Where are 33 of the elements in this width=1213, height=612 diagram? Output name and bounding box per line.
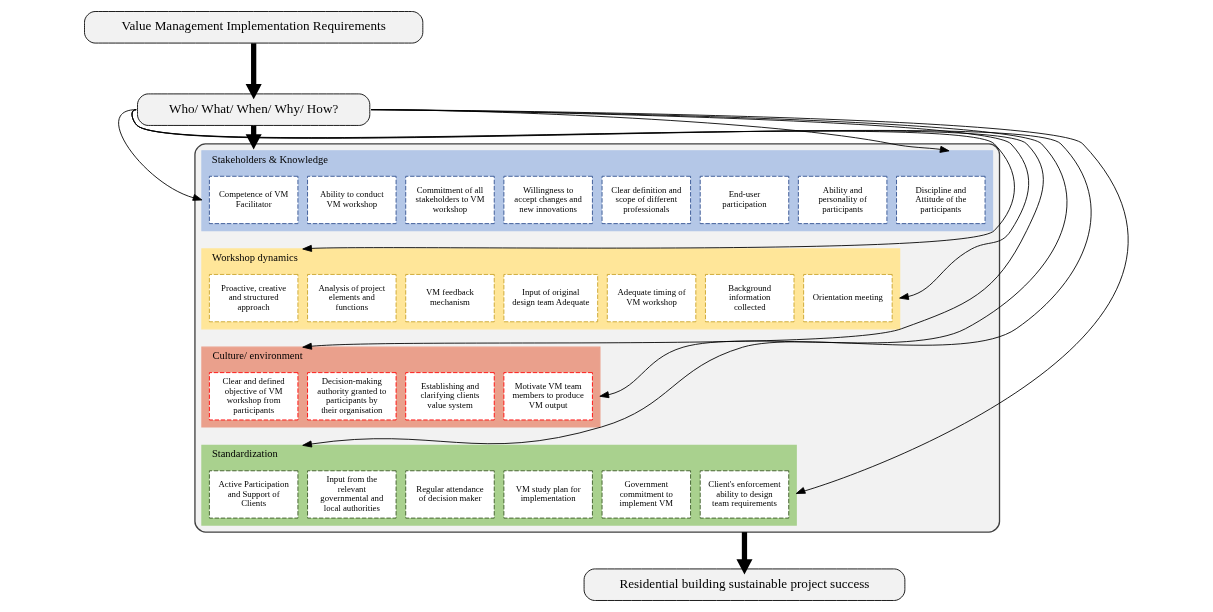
node-box: Ability to conduct VM workshop [307, 175, 397, 225]
node-box: Willingness to accept changes and new innovations [503, 175, 593, 225]
node-box: Analysis of project elements and functions [307, 274, 397, 323]
node-box: Residential building sustainable project success [583, 568, 906, 601]
node-box: Clear and defined objective of VM workshop from participants [208, 372, 299, 421]
node-box: Motivate VM team members to produce VM output [503, 372, 593, 421]
node-box: Decision-making authority granted to participants by their organisation [307, 372, 397, 421]
node-box: Competence of VM Facilitator [208, 175, 299, 225]
node-box: Regular attendance of decision maker [405, 470, 495, 519]
arrow [370, 109, 1129, 494]
arrow [736, 532, 753, 575]
node-box: VM feedback mechanism [405, 274, 495, 323]
node-box: Commitment of all stakeholders to VM workshop [405, 175, 495, 225]
node-box: Clear definition and scope of different professionals [601, 175, 691, 225]
arrow [131, 109, 1092, 448]
node-box: Background information collected [705, 274, 795, 323]
node-box: Value Management Implementation Requirements [84, 11, 424, 44]
arrow [245, 43, 262, 100]
node-box: Active Participation and Support of Clients [208, 470, 299, 519]
node-box: VM study plan for implementation [503, 470, 593, 519]
node-box: Client's enforcement ability to design team requirements [699, 470, 790, 519]
node-box: Government commitment to implement VM [601, 470, 691, 519]
node-box: End-user participation [699, 175, 790, 225]
node-box: Input from the relevant governmental and local authorities [307, 470, 397, 519]
node-box: Orientation meeting [803, 274, 893, 323]
node-box: Ability and personality of participants [797, 175, 888, 225]
node-box: Establishing and clarifying clients value system [405, 372, 495, 421]
node-box: Input of original design team Adequate [503, 274, 599, 323]
node-box: Adequate timing of VM workshop [606, 274, 697, 323]
node-box: Discipline and Attitude of the participants [896, 175, 986, 225]
node-box: Who/ What/ When/ Why/ How? [137, 93, 371, 126]
node-box: Proactive, creative and structured approach [208, 274, 299, 323]
arrow [118, 109, 203, 201]
